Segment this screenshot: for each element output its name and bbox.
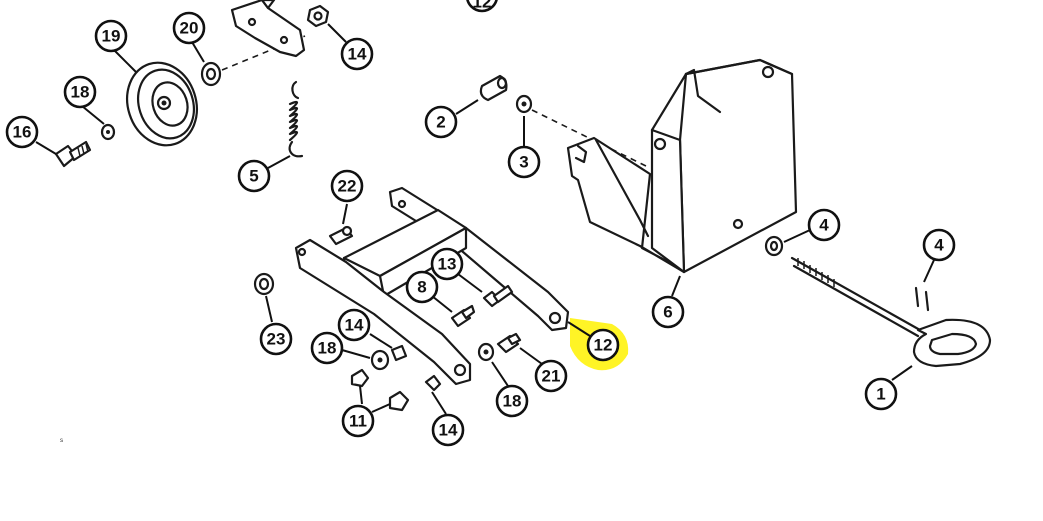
svg-text:8: 8 (417, 278, 426, 297)
callout-12-top: 12 (466, 0, 498, 13)
callout-18-mid: 18 (310, 331, 344, 365)
svg-text:12: 12 (473, 0, 492, 12)
nut-14-top (306, 4, 330, 28)
pulley (126, 61, 198, 147)
callout-23: 23 (259, 322, 293, 356)
svg-text:20: 20 (180, 19, 199, 38)
idler-bracket (230, 0, 306, 58)
svg-text:14: 14 (439, 421, 458, 440)
callout-3: 3 (507, 145, 541, 179)
svg-text:14: 14 (345, 316, 364, 335)
pin-22 (328, 225, 354, 246)
pin-2 (479, 74, 508, 102)
washer-3 (515, 94, 533, 114)
bushing-20 (200, 61, 222, 87)
svg-text:3: 3 (519, 153, 528, 172)
washer-18-right (477, 342, 495, 362)
spring-5 (288, 80, 304, 158)
bolt-21 (496, 332, 522, 354)
callout-6: 6 (651, 295, 685, 329)
svg-text:12: 12 (594, 336, 613, 355)
callout-2: 2 (424, 105, 458, 139)
leader-arrows (35, 23, 935, 415)
svg-text:5: 5 (249, 167, 258, 186)
svg-text:18: 18 (318, 339, 337, 358)
washer-23 (253, 272, 275, 296)
callout-20: 20 (172, 11, 206, 45)
callout-12-highlighted: 12 (586, 328, 620, 362)
svg-text:4: 4 (934, 236, 944, 255)
callout-13: 13 (430, 247, 464, 281)
svg-text:11: 11 (349, 412, 367, 431)
callout-21: 21 (534, 359, 568, 393)
svg-text:6: 6 (663, 303, 672, 322)
callout-18-left: 18 (63, 75, 97, 109)
svg-text:16: 16 (13, 123, 32, 142)
callout-14-top: 14 (340, 37, 374, 71)
svg-text:23: 23 (267, 330, 286, 349)
washer-18-left (100, 123, 116, 141)
callout-14-mid: 14 (337, 308, 371, 342)
svg-text:22: 22 (338, 177, 357, 196)
scan-mark: ˢ (60, 436, 63, 446)
svg-text:14: 14 (348, 45, 367, 64)
callout-4-bracket: 4 (807, 208, 841, 242)
svg-text:18: 18 (71, 83, 90, 102)
bolt-13 (482, 284, 514, 308)
svg-text:21: 21 (542, 367, 561, 386)
callout-16: 16 (5, 115, 39, 149)
callout-18-bottom: 18 (495, 384, 529, 418)
svg-text:4: 4 (819, 216, 829, 235)
callout-4-pins: 4 (922, 228, 956, 262)
handle-rod (764, 235, 992, 368)
mounting-bracket (566, 58, 798, 274)
svg-text:18: 18 (503, 392, 522, 411)
callout-22: 22 (330, 169, 364, 203)
bolt-8 (450, 304, 476, 328)
svg-text:19: 19 (102, 27, 121, 46)
svg-text:13: 13 (438, 255, 457, 274)
callout-8: 8 (405, 270, 439, 304)
callout-19: 19 (94, 19, 128, 53)
svg-text:2: 2 (436, 113, 445, 132)
hardware-cluster (350, 344, 442, 412)
callout-5: 5 (237, 159, 271, 193)
callout-11: 11 (341, 404, 375, 438)
arm-assembly (294, 186, 570, 386)
svg-text:1: 1 (876, 385, 885, 404)
bolt-16 (54, 140, 92, 168)
callout-14-bottom: 14 (431, 413, 465, 447)
callout-1: 1 (864, 377, 898, 411)
